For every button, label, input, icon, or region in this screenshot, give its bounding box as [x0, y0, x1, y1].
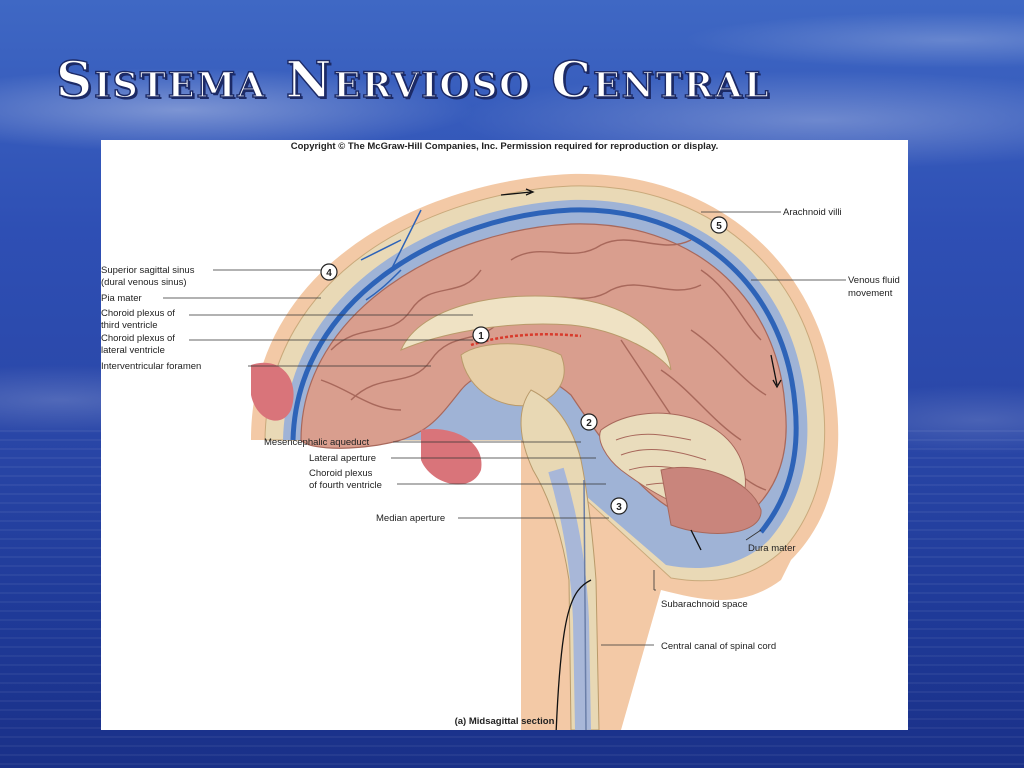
label-superior-sinus-2: (dural venous sinus) — [101, 277, 187, 288]
label-choroid-lateral-1: Choroid plexus of — [101, 333, 175, 344]
label-choroid-fourth-2: of fourth ventricle — [309, 480, 382, 491]
label-venous-fluid-1: Venous fluid — [848, 275, 900, 286]
midsagittal-brain-diagram: 1 2 3 4 5 Arachnoid villi Venous fluid m… — [101, 173, 900, 730]
sphenoid-sinus — [421, 429, 482, 485]
label-dura-mater: Dura mater — [748, 543, 796, 554]
slide-title: Sistema Nervioso Central — [55, 49, 771, 109]
label-superior-sinus-1: Superior sagittal sinus — [101, 265, 195, 276]
label-subarachnoid-space: Subarachnoid space — [661, 599, 748, 610]
label-interventricular-foramen: Interventricular foramen — [101, 361, 201, 372]
label-venous-fluid-2: movement — [848, 288, 893, 299]
step-5-marker: 5 — [710, 216, 728, 234]
label-arachnoid-villi: Arachnoid villi — [783, 207, 842, 218]
step-2-marker: 2 — [580, 413, 598, 431]
csf-blue-channel — [290, 207, 799, 534]
central-canal — [583, 479, 587, 730]
label-choroid-lateral-2: lateral ventricle — [101, 345, 165, 356]
leader-lines — [163, 211, 846, 646]
flow-arrows — [500, 188, 782, 730]
copyright-notice: Copyright © The McGraw-Hill Companies, I… — [290, 141, 719, 152]
svg-text:2: 2 — [586, 418, 592, 429]
cerebellum-lower — [660, 466, 762, 534]
figure-caption: (a) Midsagittal section — [454, 716, 555, 727]
label-mesencephalic-aqueduct: Mesencephalic aqueduct — [264, 437, 369, 448]
step-3-marker: 3 — [610, 497, 628, 515]
svg-text:4: 4 — [326, 268, 332, 279]
svg-text:5: 5 — [716, 221, 722, 232]
svg-text:3: 3 — [616, 502, 622, 513]
thalamus — [460, 343, 565, 407]
step-4-marker: 4 — [320, 263, 338, 281]
frontal-sinus — [251, 362, 294, 421]
corpus-callosum — [400, 295, 672, 371]
label-central-canal: Central canal of spinal cord — [661, 641, 776, 652]
label-median-aperture: Median aperture — [376, 513, 445, 524]
label-choroid-third-2: third ventricle — [101, 320, 158, 331]
label-lateral-aperture: Lateral aperture — [309, 453, 376, 464]
label-pia-mater: Pia mater — [101, 293, 142, 304]
label-choroid-fourth-1: Choroid plexus — [309, 468, 373, 479]
brain-figure: 1 2 3 4 5 Arachnoid villi Venous fluid m… — [101, 140, 908, 730]
svg-text:1: 1 — [478, 331, 484, 342]
step-1-marker: 1 — [472, 326, 490, 344]
label-choroid-third-1: Choroid plexus of — [101, 308, 175, 319]
spinal-csf — [548, 467, 591, 730]
cortical-veins — [360, 209, 422, 301]
